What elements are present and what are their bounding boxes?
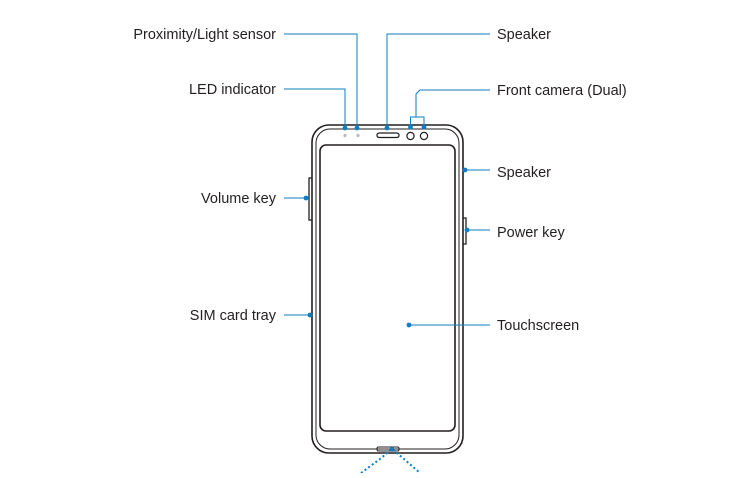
- dot-camera-2: [421, 124, 427, 130]
- side-keys: [308, 177, 467, 245]
- callout-led: [284, 88, 346, 126]
- dot-power-key: [464, 227, 470, 233]
- dot-proximity: [354, 125, 360, 131]
- label-speaker-top: Speaker: [497, 27, 551, 43]
- label-volume-key: Volume key: [201, 191, 277, 207]
- callout-speaker-top: [386, 33, 490, 128]
- front-camera-lens-1: [406, 131, 415, 141]
- phone-outline: [311, 124, 464, 454]
- callout-camera-bracket: [410, 116, 425, 125]
- label-led-indicator: LED indicator: [189, 82, 276, 98]
- label-power-key: Power key: [497, 225, 565, 241]
- volume-key-shape: [308, 177, 312, 221]
- sensor-dots: [343, 133, 360, 138]
- phone-body-outer: [311, 124, 464, 454]
- earpiece-slot: [376, 132, 400, 139]
- dot-touchscreen: [406, 322, 412, 328]
- callout-dots: [303, 124, 470, 451]
- dot-speaker-side: [462, 167, 468, 173]
- dot-speaker-top: [384, 125, 390, 131]
- proximity-dot: [356, 133, 360, 138]
- label-speaker-side: Speaker: [497, 165, 551, 181]
- dot-sim-tray: [307, 312, 313, 318]
- label-front-camera: Front camera (Dual): [497, 83, 627, 99]
- dot-camera-1: [408, 124, 413, 130]
- phone-body-inner: [315, 128, 460, 450]
- screen-frame: [319, 144, 456, 432]
- usb-port: [376, 446, 400, 452]
- label-touchscreen: Touchscreen: [497, 318, 579, 334]
- dot-led: [342, 125, 348, 131]
- label-sim-card-tray: SIM card tray: [190, 308, 277, 324]
- dot-volume-key: [303, 195, 309, 201]
- callout-proximity: [284, 33, 358, 126]
- label-proximity-sensor: Proximity/Light sensor: [133, 27, 276, 43]
- dot-bottom: [390, 447, 394, 451]
- callout-lines: [284, 33, 490, 474]
- callout-front-camera: [415, 89, 490, 117]
- front-camera-lens-2: [419, 131, 429, 141]
- led-dot: [343, 133, 347, 138]
